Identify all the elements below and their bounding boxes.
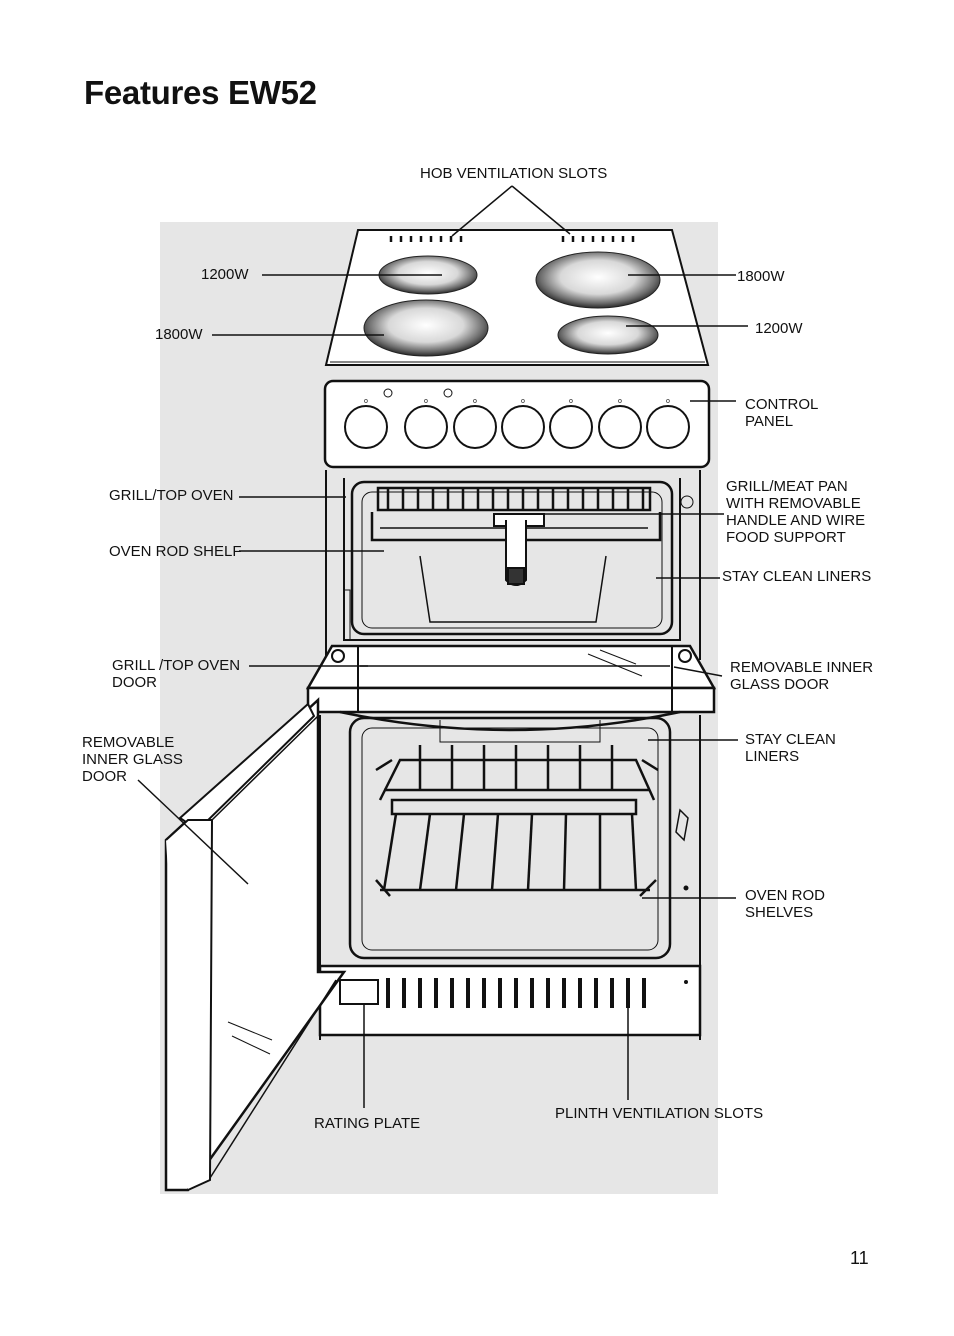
- leader-lines: [137, 185, 748, 1108]
- main-oven: [348, 716, 689, 960]
- label-hob-ventilation-slots: HOB VENTILATION SLOTS: [420, 165, 608, 182]
- control-knob: [344, 405, 690, 449]
- hotplate-front-left: [363, 299, 489, 357]
- svg-text:o: o: [521, 398, 525, 405]
- label-control-panel: CONTROL PANEL: [745, 396, 819, 430]
- svg-text:o: o: [424, 398, 428, 405]
- label-removable-inner-glass-door-right: REMOVABLE INNER GLASS DOOR: [730, 659, 874, 693]
- label-oven-rod-shelves: OVEN ROD SHELVES: [745, 887, 826, 921]
- hob-ventilation-slots: [389, 236, 635, 242]
- grill-top-oven: [343, 478, 694, 641]
- grill-door: [305, 644, 717, 732]
- oven-rod-shelf-upper: [375, 745, 659, 801]
- label-hotplate-rear-right: 1800W: [737, 268, 785, 285]
- label-hotplate-rear-left: 1200W: [201, 266, 249, 283]
- page-title: Features EW52: [84, 74, 317, 111]
- svg-text:o: o: [364, 398, 368, 405]
- oven-rod-shelf-lower: [375, 798, 657, 897]
- svg-text:o: o: [569, 398, 573, 405]
- label-grill-top-oven-door: GRILL /TOP OVEN DOOR: [112, 657, 241, 691]
- main-oven-door: [164, 697, 347, 1192]
- label-removable-inner-glass-door-left: REMOVABLE INNER GLASS DOOR: [82, 734, 183, 785]
- label-hotplate-front-right: 1200W: [755, 320, 803, 337]
- label-stay-clean-liners-top: STAY CLEAN LINERS: [722, 568, 872, 585]
- grill-pan-rack: [370, 486, 662, 542]
- label-plinth-ventilation-slots: PLINTH VENTILATION SLOTS: [555, 1105, 764, 1122]
- label-rating-plate: RATING PLATE: [314, 1115, 421, 1132]
- label-grill-meat-pan: GRILL/MEAT PAN WITH REMOVABLE HANDLE AND…: [726, 478, 866, 546]
- svg-text:o: o: [666, 398, 670, 405]
- hotplate-front-right: [557, 315, 659, 355]
- grill-pan-handle: [493, 513, 545, 586]
- hotplate-rear-right: [535, 251, 661, 309]
- page-number: 11: [850, 1248, 869, 1268]
- svg-text:o: o: [618, 398, 622, 405]
- svg-text:o: o: [473, 398, 477, 405]
- label-grill-top-oven: GRILL/TOP OVEN: [109, 487, 234, 504]
- label-hotplate-front-left: 1800W: [155, 326, 203, 343]
- label-stay-clean-liners-main: STAY CLEAN LINERS: [745, 731, 836, 765]
- label-oven-rod-shelf: OVEN ROD SHELF: [109, 543, 242, 560]
- plinth-ventilation-slots: [386, 978, 646, 1008]
- plinth: [318, 964, 702, 1037]
